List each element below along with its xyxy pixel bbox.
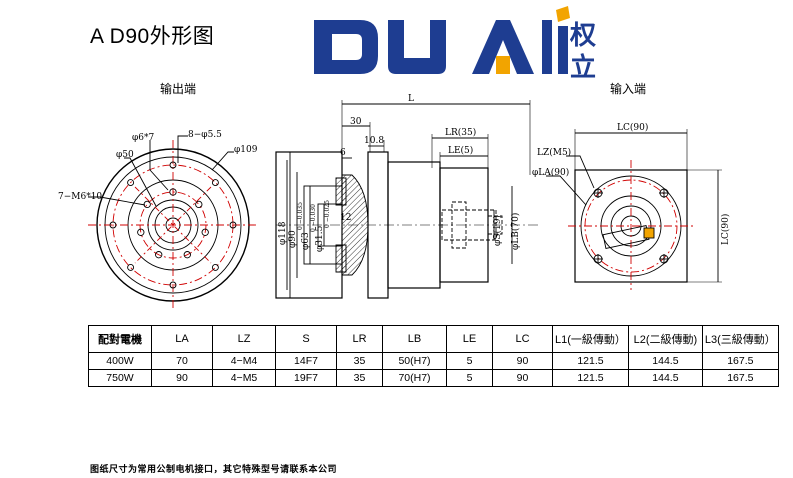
- leader-phi109: [211, 151, 234, 171]
- dim-L: L: [408, 94, 414, 104]
- side-section-view: [275, 100, 540, 299]
- table-cell: 90: [151, 369, 213, 387]
- outer-bolt-holes: [109, 161, 237, 289]
- spec-table: 配對電機 LA LZ S LR LB LE LC L1(一級傳動） L2(二級傳…: [88, 325, 779, 387]
- table-header-cell: LR: [336, 325, 383, 353]
- table-header-cell: L1(一級傳動）: [552, 325, 629, 353]
- table-header-cell: LA: [151, 325, 213, 353]
- table-cell: 167.5: [701, 352, 779, 370]
- inner-tapped-holes: [137, 188, 209, 259]
- dim-10-8: 10.8: [364, 136, 384, 146]
- table-cell: 90: [492, 352, 553, 370]
- table-header-cell: LE: [446, 325, 493, 353]
- dim-6: 6: [340, 148, 346, 158]
- technical-drawing: φ6*7 8−φ5.5 φ50 φ109 7−M6*10: [58, 94, 731, 308]
- table-cell: 70(H7): [382, 369, 447, 387]
- logo-letter-u: [388, 20, 446, 74]
- dim-LC-right: LC(90): [720, 214, 731, 245]
- dim-phi63-tol: 0 −0.030: [310, 204, 317, 232]
- logo-letter-a: [472, 20, 534, 74]
- output-front-view: [88, 135, 258, 308]
- dim-phi90: φ90: [288, 230, 298, 248]
- table-cell: 35: [336, 369, 383, 387]
- logo-a-accent: [496, 56, 510, 74]
- logo-cn-2: 立: [570, 52, 596, 80]
- table-cell: 400W: [88, 352, 152, 370]
- table-cell: 5: [446, 352, 493, 370]
- table-header-cell: S: [275, 325, 337, 353]
- dim-phiS: φS(19): [492, 215, 503, 246]
- table-cell: 121.5: [552, 369, 629, 387]
- logo-letter-i1: [542, 20, 552, 74]
- table-header-cell: LZ: [212, 325, 276, 353]
- table-cell: 70: [151, 352, 213, 370]
- diag-red-2: [134, 186, 212, 264]
- table-header-cell: L3(三級傳動）: [701, 325, 779, 353]
- logo-gold-slant: [556, 6, 570, 22]
- logo-letters: [314, 6, 570, 74]
- table-cell: 750W: [88, 369, 152, 387]
- dim-phi118: φ118: [278, 221, 288, 245]
- table-header-row: 配對電機 LA LZ S LR LB LE LC L1(一級傳動） L2(二級傳…: [88, 325, 779, 353]
- table-cell: 5: [446, 369, 493, 387]
- input-bolt-holes: [593, 188, 669, 264]
- dim-phi90-tol: 0 −0.035: [297, 202, 304, 230]
- input-end-label: 输入端: [610, 82, 647, 96]
- dim-phiLA: φLA(90): [532, 167, 569, 178]
- table-header-cell: LC: [492, 325, 553, 353]
- dim-LR: LR(35): [445, 127, 476, 138]
- brand-logo: 权 立: [314, 6, 596, 80]
- table-cell: 19F7: [275, 369, 337, 387]
- table-header-cell: 配對電機: [88, 325, 152, 353]
- table-header-cell: L2(二級傳動): [627, 325, 703, 353]
- table-cell: 50(H7): [382, 352, 447, 370]
- table-row: 750W 90 4−M5 19F7 35 70(H7) 5 90 121.5 1…: [88, 369, 779, 387]
- dim-phi63: φ63: [301, 232, 311, 250]
- dim-12: 12: [340, 213, 351, 223]
- logo-letter-d: [314, 20, 378, 74]
- table-cell: 90: [492, 369, 553, 387]
- leader-phi50: [124, 157, 157, 207]
- dim-phi31-5: φ31.5: [315, 225, 325, 252]
- table-cell: 4−M5: [212, 369, 276, 387]
- table-cell: 35: [336, 352, 383, 370]
- leader-8phi: [177, 135, 188, 163]
- input-end-view: [546, 129, 722, 290]
- dim-phi31-5-tol: 0 −0.025: [324, 200, 331, 228]
- dim-phi50: φ50: [116, 150, 134, 160]
- table-row: 400W 70 4−M4 14F7 35 50(H7) 5 90 121.5 1…: [88, 352, 779, 370]
- logo-letter-i2: [558, 26, 568, 74]
- table-cell: 121.5: [552, 352, 629, 370]
- logo-cn-1: 权: [569, 21, 596, 51]
- leader-7m6: [88, 196, 146, 206]
- leader-phi6: [149, 140, 169, 191]
- diag-red-1: [134, 186, 212, 264]
- table-cell: 4−M4: [212, 352, 276, 370]
- drawing-title: A D90外形图: [90, 25, 215, 48]
- dim-7m6x10: 7−M6*10: [58, 192, 102, 202]
- output-end-label: 输出端: [160, 82, 197, 96]
- table-cell: 14F7: [275, 352, 337, 370]
- dim-LC-top: LC(90): [617, 122, 648, 133]
- dim-phi109: φ109: [234, 145, 258, 155]
- table-cell: 144.5: [627, 352, 703, 370]
- dim-LZ: LZ(M5): [537, 147, 571, 158]
- table-cell: 144.5: [627, 369, 703, 387]
- dim-LE: LE(5): [448, 145, 473, 156]
- table-cell: 167.5: [701, 369, 779, 387]
- table-header-cell: LB: [382, 325, 447, 353]
- dim-8phi5-5: 8−φ5.5: [188, 130, 222, 140]
- dim-phi6x7: φ6*7: [132, 133, 155, 143]
- footnote: 图纸尺寸为常用公制电机接口，其它特殊型号请联系本公司: [90, 464, 338, 474]
- dim-phiLB: φLB(70): [510, 213, 521, 250]
- dim-30: 30: [350, 117, 362, 127]
